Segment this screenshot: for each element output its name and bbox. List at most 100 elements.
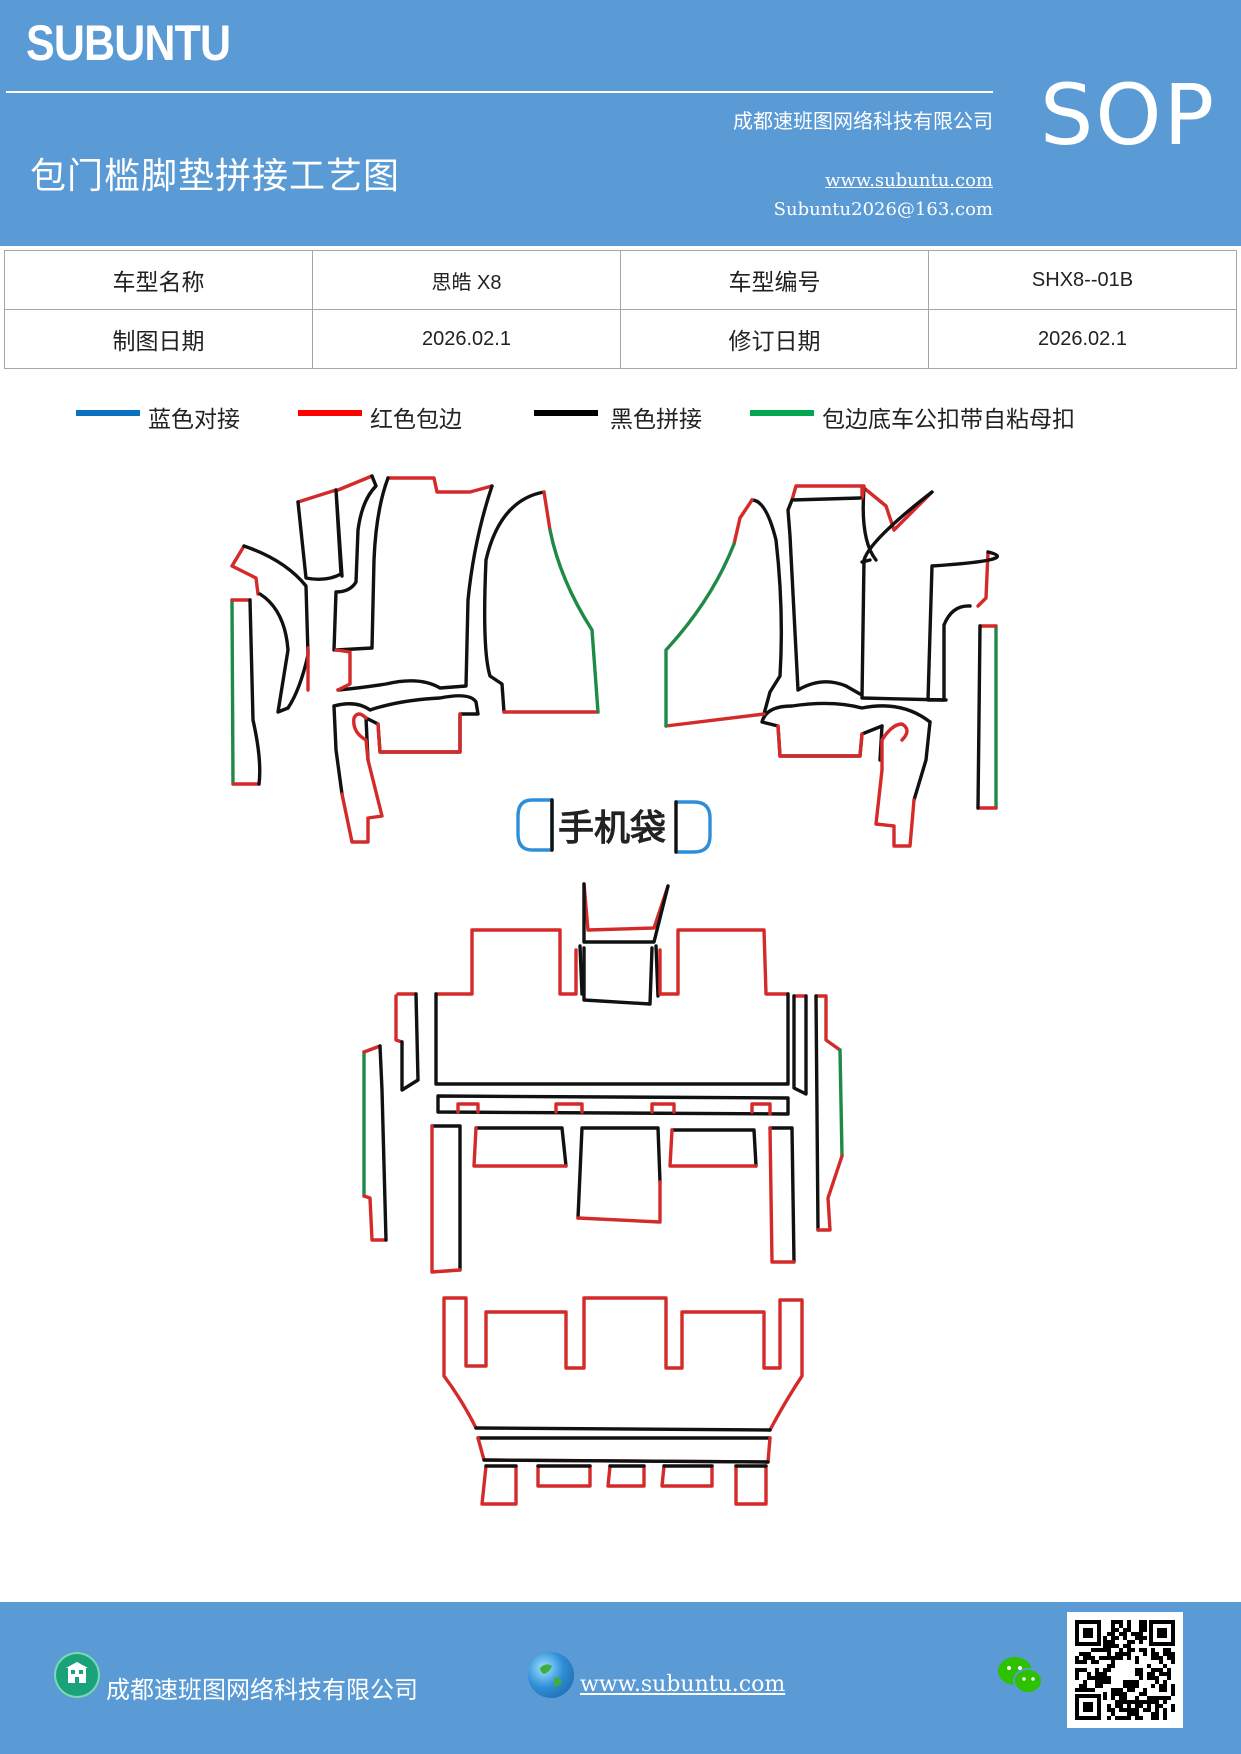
black-seam xyxy=(436,1094,790,1116)
black-seam xyxy=(474,1426,772,1440)
globe-icon xyxy=(528,1652,574,1698)
red-edge xyxy=(394,992,418,1044)
blue-edge xyxy=(674,800,712,854)
legend-swatch-green xyxy=(750,410,814,416)
model-code-label: 车型编号 xyxy=(620,250,929,310)
legend-item-blue: 蓝色对接 xyxy=(76,400,240,434)
red-edge xyxy=(434,928,790,996)
mat-splice-diagram: 手机袋 xyxy=(230,474,1000,1506)
red-edge xyxy=(362,1044,388,1242)
black-seam xyxy=(750,498,784,716)
company-name: 成都速班图网络科技有限公司 xyxy=(733,109,993,133)
email-link[interactable]: Subuntu2026@163.com xyxy=(773,199,993,220)
qr-code xyxy=(1067,1612,1183,1728)
black-seam xyxy=(378,1044,388,1242)
legend-item-green: 包边底车公扣带自粘母扣 xyxy=(750,400,1075,434)
header-divider xyxy=(6,91,993,93)
red-edge xyxy=(664,498,766,728)
model-name-value: 思皓 X8 xyxy=(312,250,621,310)
red-edge xyxy=(976,550,990,608)
legend-swatch-black xyxy=(534,410,598,416)
table-row: 制图日期 2026.02.1 修订日期 2026.02.1 xyxy=(4,309,1237,369)
revise-date-value: 2026.02.1 xyxy=(928,309,1237,369)
black-seam xyxy=(332,704,370,796)
black-seam xyxy=(582,946,654,1006)
legend-swatch-blue xyxy=(76,410,140,416)
phone-pocket: 手机袋 xyxy=(516,798,712,854)
black-seam xyxy=(334,476,494,692)
green-edge xyxy=(838,1048,844,1158)
black-seam xyxy=(248,598,262,786)
black-seam xyxy=(786,496,862,696)
draw-date-value: 2026.02.1 xyxy=(312,309,621,369)
brand-logo: SUBUNTU xyxy=(26,15,231,71)
red-edge xyxy=(862,486,934,532)
black-seam xyxy=(576,1126,662,1220)
red-edge xyxy=(776,724,864,758)
building-icon xyxy=(54,1652,100,1698)
legend-label: 蓝色对接 xyxy=(148,407,240,433)
red-edge xyxy=(792,994,842,1052)
black-seam xyxy=(430,1124,796,1272)
red-edge xyxy=(502,490,600,714)
red-edge xyxy=(976,624,998,810)
table-row: 车型名称 思皓 X8 车型编号 SHX8--01B xyxy=(4,250,1237,310)
right-front-mat xyxy=(664,484,1000,848)
blue-edge xyxy=(516,798,554,852)
red-edge xyxy=(582,882,670,932)
footer-website-link[interactable]: www.subuntu.com xyxy=(580,1672,786,1697)
model-code-value: SHX8--01B xyxy=(928,250,1237,310)
black-seam xyxy=(242,544,310,714)
footer-company-name: 成都速班图网络科技有限公司 xyxy=(106,1676,418,1704)
legend-label: 包边底车公扣带自粘母扣 xyxy=(822,407,1075,433)
red-edge xyxy=(472,1126,758,1168)
black-seam xyxy=(926,550,1000,702)
legend-label: 黑色拼接 xyxy=(610,407,702,433)
header-banner: SUBUNTU 成都速班图网络科技有限公司 包门槛脚垫拼接工艺图 www.sub… xyxy=(0,0,1241,246)
black-seam xyxy=(760,701,932,758)
red-edge xyxy=(816,1154,844,1232)
green-edge xyxy=(548,528,600,714)
black-seam xyxy=(582,882,670,944)
left-front-mat xyxy=(230,474,600,844)
green-edge xyxy=(230,598,235,786)
black-seam xyxy=(400,992,420,1092)
legend-item-red: 红色包边 xyxy=(298,400,462,434)
red-edge xyxy=(230,544,260,596)
black-seam xyxy=(578,944,660,998)
black-seam xyxy=(482,1458,770,1464)
revise-date-label: 修订日期 xyxy=(620,309,929,369)
black-seam xyxy=(482,490,546,714)
red-edge xyxy=(576,1180,662,1224)
red-edge xyxy=(476,1436,772,1464)
black-seam xyxy=(550,798,678,854)
website-link[interactable]: www.subuntu.com xyxy=(825,170,993,191)
black-seam xyxy=(976,624,982,810)
black-seam xyxy=(474,1126,758,1168)
red-edge xyxy=(376,712,462,754)
legend-item-black: 黑色拼接 xyxy=(534,400,702,434)
wechat-icon[interactable] xyxy=(996,1654,1046,1698)
red-edge xyxy=(442,1296,804,1432)
info-table: 车型名称 思皓 X8 车型编号 SHX8--01B 制图日期 2026.02.1… xyxy=(4,250,1237,369)
legend-swatch-red xyxy=(298,410,362,416)
red-edge xyxy=(790,484,866,502)
footer-banner: 成都速班图网络科技有限公司 www.subuntu.com xyxy=(0,1602,1241,1754)
red-edge xyxy=(296,474,374,504)
red-edge xyxy=(456,1102,772,1116)
black-seam xyxy=(792,994,820,1232)
red-edge xyxy=(334,648,352,692)
phone-pocket-label: 手机袋 xyxy=(558,808,666,849)
red-edge xyxy=(874,722,916,848)
red-edge xyxy=(480,1464,768,1506)
red-edge xyxy=(386,476,494,494)
black-seam xyxy=(296,474,378,652)
page-title: 包门槛脚垫拼接工艺图 xyxy=(30,156,401,197)
green-edge xyxy=(664,542,736,728)
red-edge xyxy=(340,712,384,844)
black-seam xyxy=(332,694,480,754)
model-name-label: 车型名称 xyxy=(4,250,313,310)
draw-date-label: 制图日期 xyxy=(4,309,313,369)
rear-mat xyxy=(362,882,844,1506)
red-edge xyxy=(430,1124,796,1274)
